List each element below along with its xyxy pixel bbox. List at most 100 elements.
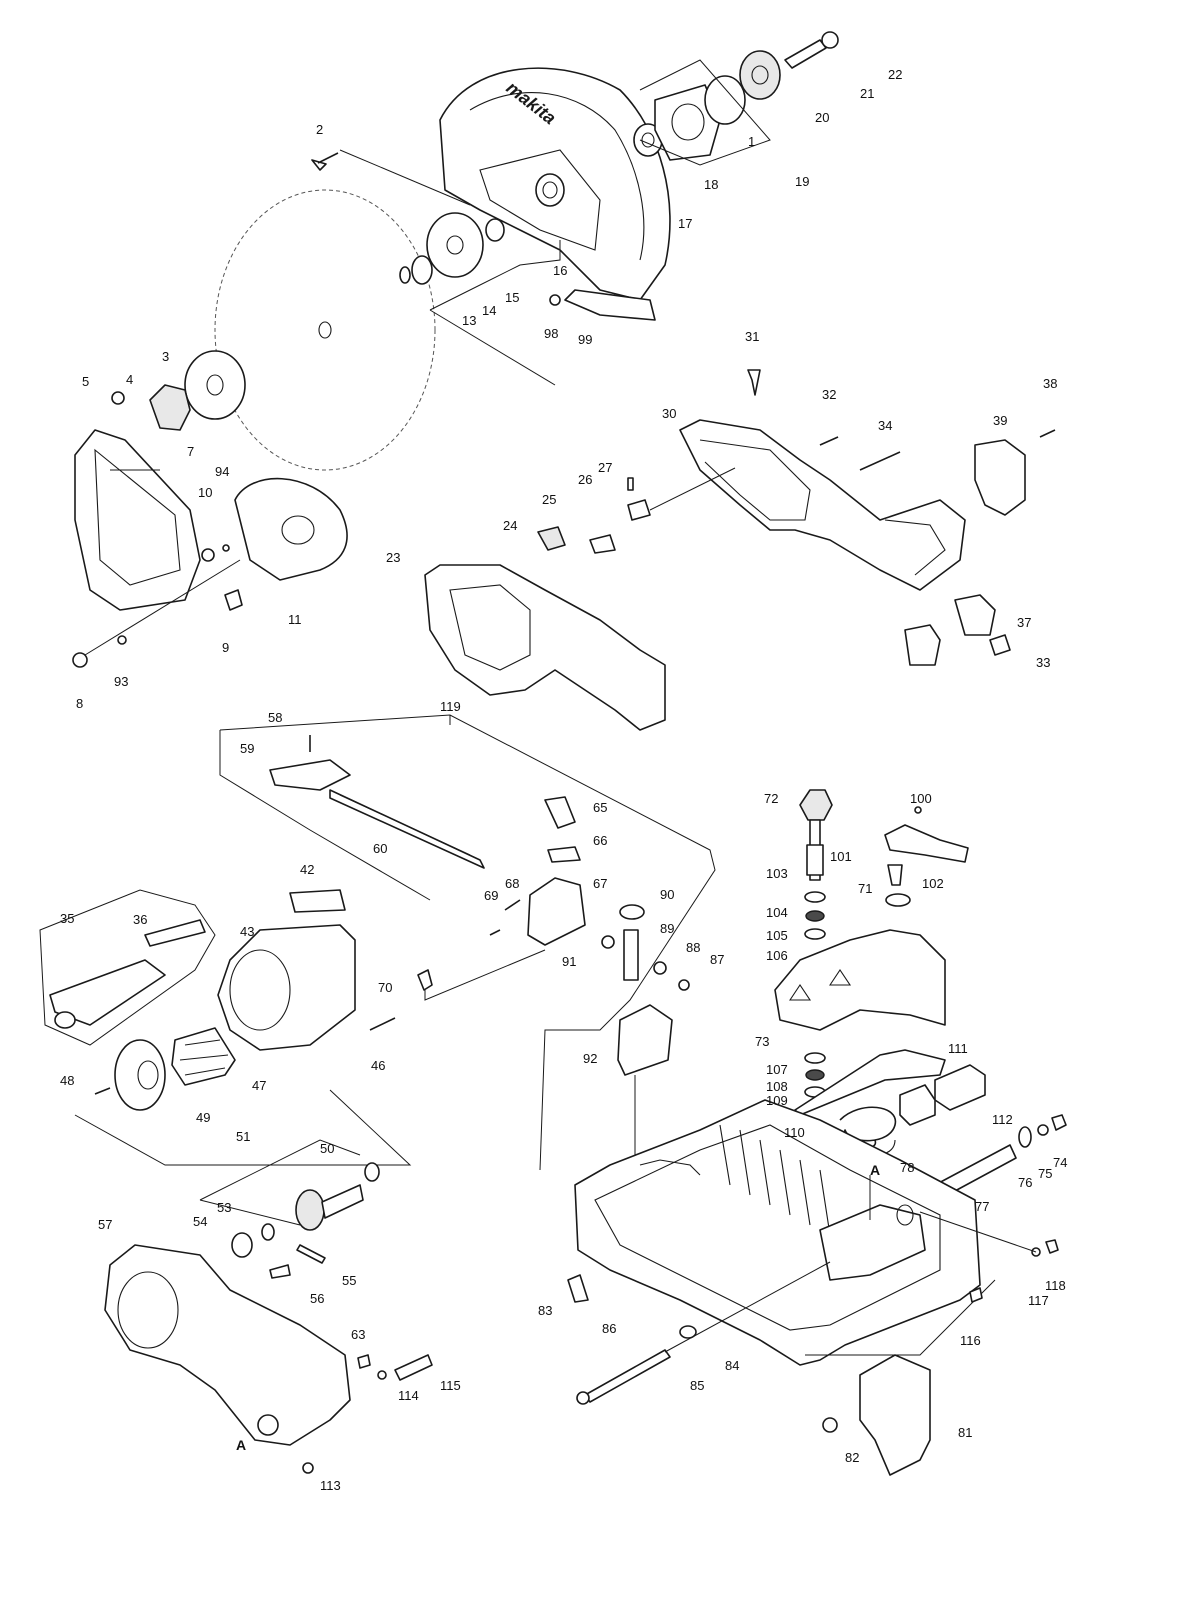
part-71 <box>887 864 903 886</box>
callout-10: 10 <box>198 485 212 500</box>
callout-69: 69 <box>484 888 498 903</box>
callout-106: 106 <box>766 948 788 963</box>
callout-17: 17 <box>678 216 692 231</box>
callout-39: 39 <box>993 413 1007 428</box>
callout-48: 48 <box>60 1073 74 1088</box>
callout-99: 99 <box>578 332 592 347</box>
part-31 <box>747 369 761 396</box>
callout-86: 86 <box>602 1321 616 1336</box>
callout-34: 34 <box>878 418 892 433</box>
part-11 <box>234 477 348 581</box>
part-10 <box>201 548 215 562</box>
callout-108: 108 <box>766 1079 788 1094</box>
callout-37: 37 <box>1017 615 1031 630</box>
part-57 <box>104 1244 351 1446</box>
callout-112: 112 <box>992 1112 1013 1127</box>
callout-78: 78 <box>900 1160 914 1175</box>
callout-65: 65 <box>593 800 607 815</box>
part-101 <box>884 824 969 863</box>
callout-50: 50 <box>320 1141 334 1156</box>
callout-84: 84 <box>725 1358 739 1373</box>
part-82 <box>822 1417 838 1433</box>
part-108 <box>805 1069 825 1081</box>
part-8 <box>72 652 88 668</box>
part-43 <box>217 924 356 1051</box>
part-59 <box>269 759 351 791</box>
motor-group <box>39 889 412 1166</box>
part-54 <box>231 1232 253 1258</box>
handle-group <box>424 369 1056 731</box>
callout-22: 22 <box>888 67 902 82</box>
part-81 <box>859 1354 931 1476</box>
callout-20: 20 <box>815 110 829 125</box>
callout-7: 7 <box>187 444 194 459</box>
callout-115: 115 <box>440 1378 461 1393</box>
part-9 <box>224 589 243 611</box>
part-16 <box>485 218 505 242</box>
callout-51: 51 <box>236 1129 250 1144</box>
part-73 <box>774 929 946 1031</box>
part-91 <box>601 935 615 949</box>
part-66 <box>547 846 581 863</box>
callout-55: 55 <box>342 1273 356 1288</box>
part-21 <box>784 39 827 69</box>
callout-labels: 1 2 3 4 5 7 8 9 10 11 13 14 15 16 17 18 … <box>60 67 1067 1493</box>
callout-43: 43 <box>240 924 254 939</box>
part-3 <box>184 350 246 420</box>
callout-89: 89 <box>660 921 674 936</box>
callout-98: 98 <box>544 326 558 341</box>
reference-letter-a-base: A <box>870 1162 880 1178</box>
callout-1: 1 <box>748 134 755 149</box>
part-15 <box>426 212 484 278</box>
callout-9: 9 <box>222 640 229 655</box>
callout-81: 81 <box>958 1425 972 1440</box>
callout-94: 94 <box>215 464 229 479</box>
part-46 <box>369 1017 396 1031</box>
part-115 <box>394 1354 433 1381</box>
callout-82: 82 <box>845 1450 859 1465</box>
callout-77: 77 <box>975 1199 989 1214</box>
part-100 <box>914 806 922 814</box>
part-1 <box>704 75 746 125</box>
part-86-bracket <box>819 1204 926 1281</box>
part-20 <box>739 50 781 100</box>
part-116 <box>969 1287 983 1303</box>
blade-guard-group: makita <box>214 31 839 471</box>
part-102 <box>885 893 911 907</box>
callout-114: 114 <box>398 1388 419 1403</box>
callout-88: 88 <box>686 940 700 955</box>
callout-49: 49 <box>196 1110 210 1125</box>
part-13 <box>399 266 411 284</box>
callout-21: 21 <box>860 86 874 101</box>
part-25 <box>589 534 616 554</box>
callout-32: 32 <box>822 387 836 402</box>
callout-105: 105 <box>766 928 788 943</box>
callout-116: 116 <box>960 1333 981 1348</box>
callout-66: 66 <box>593 833 607 848</box>
part-34 <box>859 451 901 471</box>
callout-109: 109 <box>766 1093 788 1108</box>
callout-14: 14 <box>482 303 496 318</box>
part-112b <box>899 1084 936 1126</box>
part-89 <box>623 929 639 981</box>
part-106 <box>804 928 826 940</box>
callout-74: 74 <box>1053 1155 1067 1170</box>
callout-60: 60 <box>373 841 387 856</box>
part-67 <box>527 877 586 946</box>
part-35-cap <box>54 1011 76 1029</box>
part-63 <box>357 1354 371 1369</box>
callout-83: 83 <box>538 1303 552 1318</box>
part-118 <box>1045 1239 1059 1254</box>
callout-30: 30 <box>662 406 676 421</box>
callout-13: 13 <box>462 313 476 328</box>
callout-15: 15 <box>505 290 519 305</box>
part-70 <box>417 969 433 991</box>
part-53 <box>261 1223 275 1241</box>
part-65 <box>544 796 576 829</box>
callout-119: 119 <box>440 699 461 714</box>
part-36 <box>144 919 206 947</box>
part-26 <box>627 499 651 521</box>
part-22 <box>821 31 839 49</box>
part-103 <box>806 844 824 876</box>
